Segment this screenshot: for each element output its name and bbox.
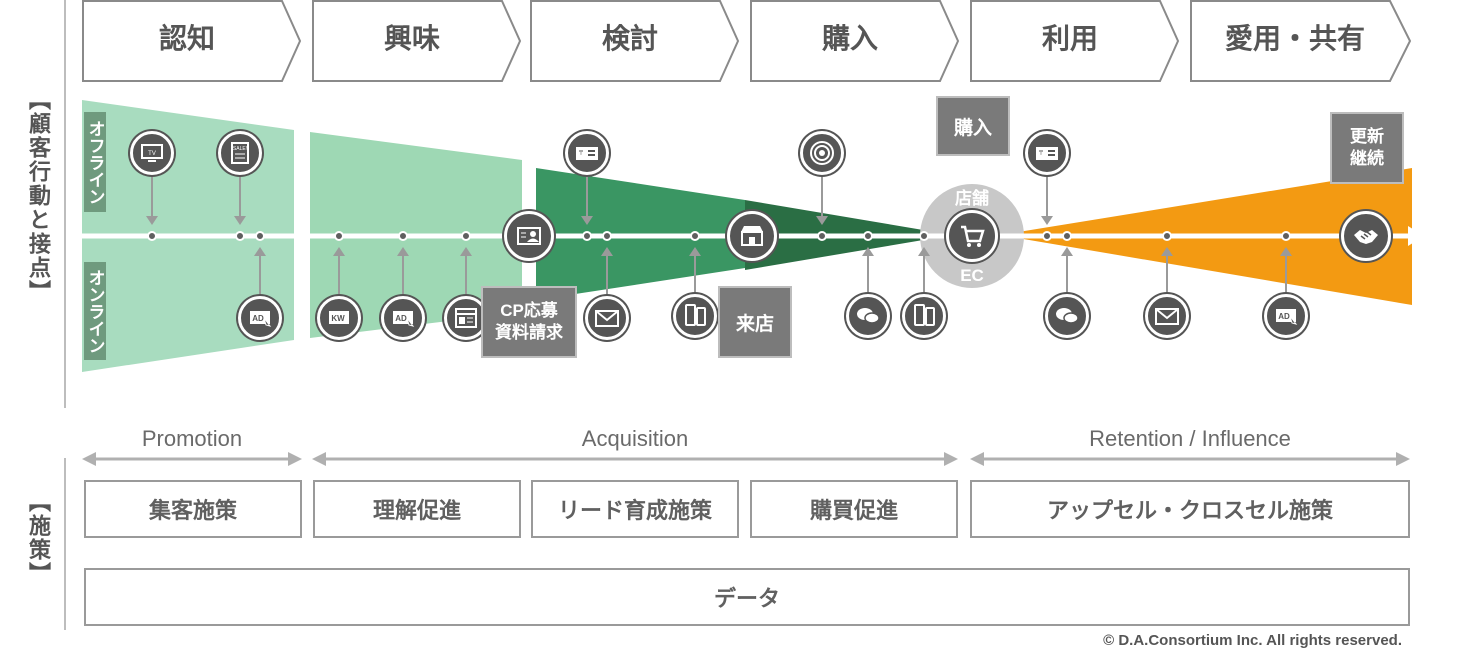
timeline-node [817,231,827,241]
measure-lead-nurturing-box: リード育成施策 [531,480,739,538]
sale-flyer-icon: SALE! [218,131,262,175]
stage-interest: 興味 [312,0,522,82]
online-tag: オンライン [84,262,106,360]
phase-acquisition-label: Acquisition [581,426,689,451]
measures-axis-label: 【施策】 [26,490,51,586]
timeline-node [255,231,265,241]
smartphone-icon [673,294,717,338]
timeline-node [1042,231,1052,241]
store-icon [727,211,777,261]
timeline-node [147,231,157,241]
measure-understanding-box: 理解促進 [313,480,521,538]
timeline-node [690,231,700,241]
svg-text:KW: KW [331,314,345,323]
timeline-node [1062,231,1072,241]
svg-text:AD: AD [252,314,264,323]
beacon-icon [800,131,844,175]
svg-text:〒: 〒 [578,150,584,157]
store-visit-tag: 来店 [718,286,792,358]
svg-text:TV: TV [148,151,156,157]
cart-icon [946,210,998,262]
purchase-tag: 購入 [936,96,1010,156]
cp-application-tag: CP応募 資料請求 [481,286,577,358]
axis-divider-top [64,0,66,408]
ad-click-icon: AD [381,296,425,340]
copyright-text: © D.A.Consortium Inc. All rights reserve… [1103,632,1402,649]
chat-bubble-icon [846,294,890,338]
email-icon [1145,294,1189,338]
tv-icon: TV [130,131,174,175]
timeline-node [235,231,245,241]
phase-promotion-arrow [82,452,302,466]
renewal-tag: 更新 継続 [1330,112,1404,184]
direct-mail-icon: 〒 [1025,131,1069,175]
phase-acquisition-arrow [312,452,958,466]
timeline-node [398,231,408,241]
svg-text:AD: AD [1278,312,1290,321]
measure-upsell-box: アップセル・クロスセル施策 [970,480,1410,538]
axis-divider-bottom [64,458,66,630]
timeline-node [1281,231,1291,241]
timeline-node [1162,231,1172,241]
timeline-node [461,231,471,241]
stage-purchase: 購入 [750,0,960,82]
timeline-node [582,231,592,241]
direct-mail-icon: 〒 [565,131,609,175]
keyword-search-icon: KW [317,296,361,340]
timeline-node [919,231,929,241]
store-label: 店舗 [955,189,989,208]
timeline-node [334,231,344,241]
timeline-node [602,231,612,241]
phase-retention-label: Retention / Influence [1089,426,1291,451]
phase-retention-arrow [970,452,1410,466]
ec-label: EC [960,266,984,285]
data-bar: データ [84,568,1410,626]
svg-text:〒: 〒 [1038,150,1044,157]
phase-promotion-label: Promotion [141,426,243,451]
smartphone-icon [902,294,946,338]
ad-click-icon: AD [238,296,282,340]
svg-text:SALE!: SALE! [233,146,247,152]
stage-awareness: 認知 [82,0,302,82]
chat-bubble-icon [1045,294,1089,338]
offline-tag: オフライン [84,112,106,212]
ad-click-icon: AD [1264,294,1308,338]
stage-usage: 利用 [970,0,1180,82]
timeline-node [863,231,873,241]
profile-card-icon [504,211,554,261]
customer-axis-label: 【顧客行動と接点】 [26,88,51,304]
handshake-icon [1341,211,1391,261]
measure-purchase-promotion-box: 購買促進 [750,480,958,538]
stage-consideration: 検討 [530,0,740,82]
measure-acquisition-box: 集客施策 [84,480,302,538]
svg-text:AD: AD [395,314,407,323]
stage-loyalty-sharing: 愛用・共有 [1190,0,1412,82]
email-icon [585,296,629,340]
